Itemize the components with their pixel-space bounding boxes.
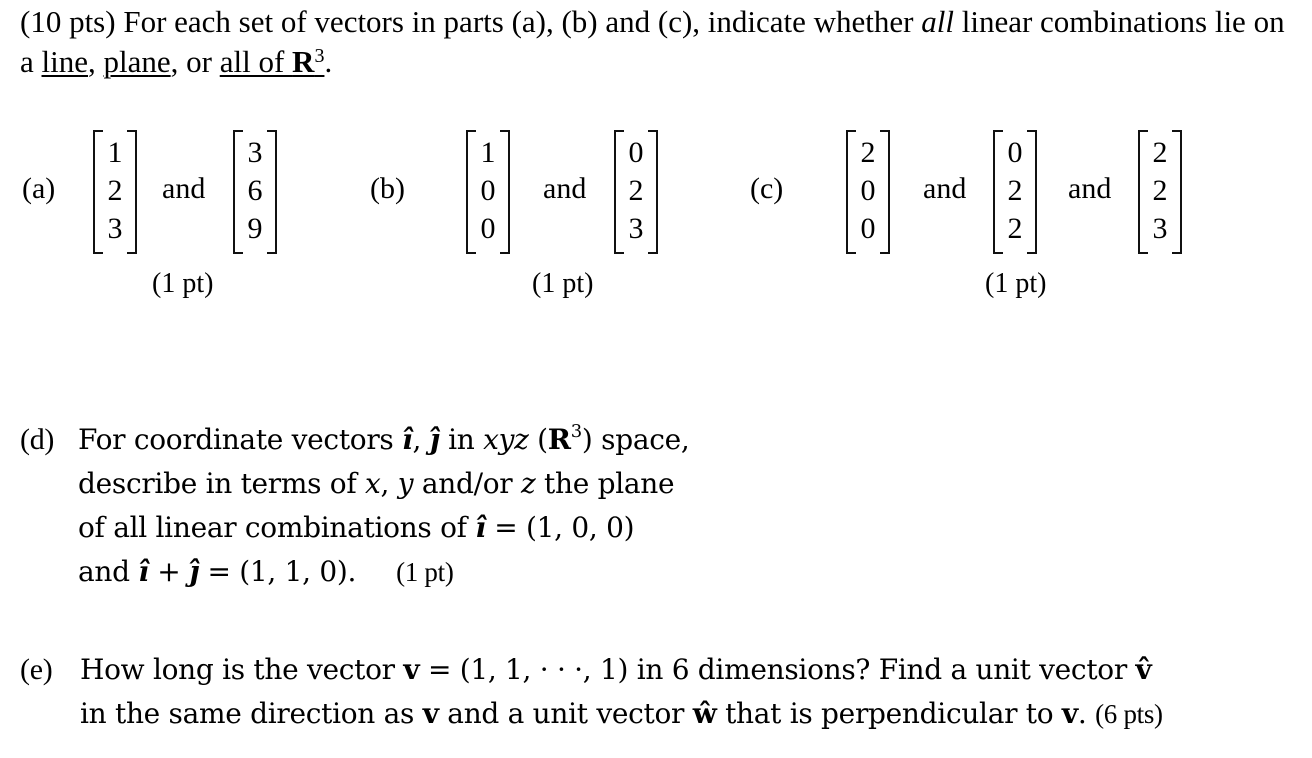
part-d-label: (d) — [20, 423, 55, 456]
part-b-and: and — [543, 172, 587, 205]
part-d-line-4: and î + ĵ = (1, 1, 0).(1 pt) — [78, 555, 454, 588]
part-c-vector-1: 2 0 0 — [846, 130, 890, 256]
part-e-points: (6 pts) — [1095, 699, 1163, 729]
part-d: (d) For coordinate vectors î, ĵ in xyz (… — [20, 418, 978, 594]
part-e-line-2: in the same direction as v and a unit ve… — [80, 697, 1163, 730]
part-c-vector-2: 0 2 2 — [993, 130, 1037, 256]
v-symbol: v — [403, 653, 420, 686]
part-a-vector-2: 3 6 9 — [233, 130, 277, 256]
intro-points: (10 pts) — [20, 4, 116, 39]
part-b-vector-2: 0 2 3 — [614, 130, 658, 256]
part-d-line-1: For coordinate vectors î, ĵ in xyz (R3) … — [78, 421, 690, 457]
w-hat-symbol: ŵ — [692, 697, 717, 730]
part-e-label: (e) — [20, 653, 53, 686]
part-a-label: (a) — [22, 172, 56, 205]
part-b-vector-1: 1 0 0 — [466, 130, 510, 256]
emphasis-all: all — [921, 4, 954, 39]
part-d-points: (1 pt) — [396, 557, 454, 587]
part-b-points: (1 pt) — [532, 268, 594, 299]
part-c-vector-3: 2 2 3 — [1138, 130, 1182, 256]
option-plane: plane — [103, 44, 171, 79]
part-a-and: and — [162, 172, 206, 205]
part-d-line-3: of all linear combinations of î = (1, 0,… — [78, 511, 635, 544]
part-a-points: (1 pt) — [152, 268, 214, 299]
option-all-space: all of R3 — [219, 44, 325, 79]
part-c-and-2: and — [1068, 172, 1112, 205]
part-d-line-2: describe in terms of x, y and/or z the p… — [78, 467, 675, 500]
option-line: line — [41, 44, 89, 79]
problem-intro: (10 pts) For each set of vectors in part… — [20, 4, 1285, 79]
v-hat-symbol: v̂ — [1135, 653, 1152, 686]
part-e: (e) How long is the vector v = (1, 1, · … — [20, 648, 1310, 736]
part-c-and-1: and — [923, 172, 967, 205]
part-e-line-1: How long is the vector v = (1, 1, · · ·,… — [80, 653, 1152, 686]
part-c-points: (1 pt) — [985, 268, 1047, 299]
j-hat-symbol: ĵ — [429, 423, 440, 456]
i-hat-symbol: î — [402, 423, 413, 456]
part-c-label: (c) — [750, 172, 784, 205]
part-b-label: (b) — [370, 172, 405, 205]
part-a-vector-1: 1 2 3 — [93, 130, 137, 256]
